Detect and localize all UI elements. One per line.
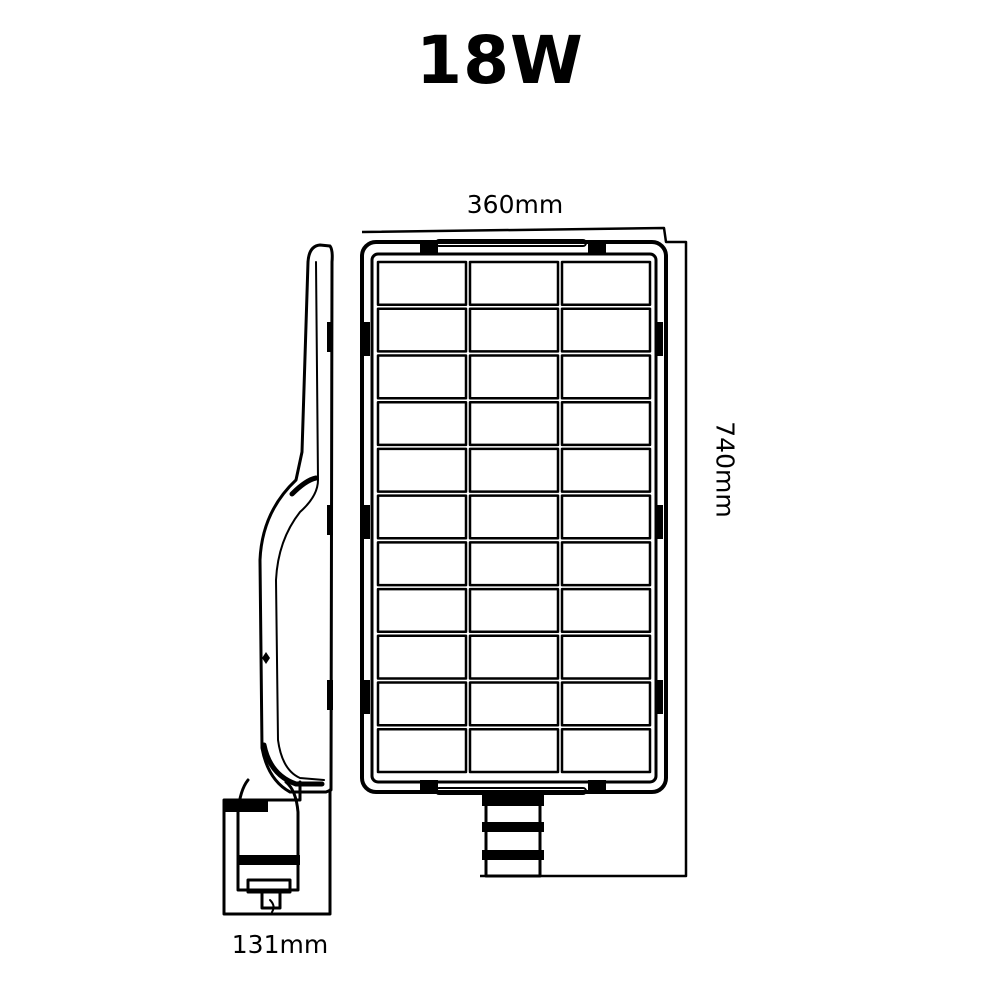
panel-outer-frame [360, 240, 668, 794]
width-dimension-label: 360mm [466, 190, 564, 219]
side-view-clip [327, 505, 333, 535]
side-view-arm-joint [289, 475, 319, 497]
panel-inner-frame [370, 252, 658, 784]
side-view-clip [327, 322, 333, 352]
solar-cell [376, 260, 468, 306]
side-view-outline [258, 243, 334, 794]
solar-cell [560, 494, 652, 540]
solar-cell [468, 587, 560, 634]
front-view [360, 226, 688, 878]
side-view-bracket-bolt [246, 878, 292, 910]
front-mount-band [482, 794, 544, 806]
solar-cell [376, 541, 468, 587]
solar-cell [468, 681, 560, 727]
solar-cell [560, 587, 652, 634]
panel-clip [364, 322, 370, 356]
solar-cell [376, 354, 468, 400]
solar-cell [468, 541, 560, 587]
solar-cell [560, 400, 652, 447]
solar-cell [468, 447, 560, 493]
solar-cell [560, 681, 652, 727]
side-view-bracket-neck [236, 778, 300, 892]
side-view-clip [327, 680, 333, 710]
solar-cell [376, 587, 468, 634]
solar-cell [376, 400, 468, 447]
panel-clip [420, 780, 438, 790]
panel-clip [588, 244, 606, 254]
solar-cell [376, 494, 468, 540]
solar-cell [560, 634, 652, 680]
solar-cell [376, 447, 468, 493]
panel-clip [588, 780, 606, 790]
side-view-marker [262, 652, 270, 664]
solar-cell [468, 634, 560, 680]
solar-cell [376, 728, 468, 774]
solar-cell [468, 307, 560, 353]
solar-cell-grid [376, 260, 652, 774]
front-mount-bracket [484, 794, 542, 878]
solar-cell [376, 681, 468, 727]
panel-top-handle [435, 239, 587, 247]
panel-clip [657, 505, 663, 539]
solar-cell [468, 260, 560, 306]
panel-clip [657, 322, 663, 356]
front-mount-band [482, 822, 544, 832]
side-view-inner-line [275, 261, 325, 781]
front-mount-band [482, 850, 544, 860]
solar-cell [560, 728, 652, 774]
depth-dimension-label: 131mm [231, 930, 329, 959]
panel-clip [657, 680, 663, 714]
solar-cell [560, 447, 652, 493]
back-housing-outline [361, 226, 688, 878]
solar-cell [560, 260, 652, 306]
panel-clip [364, 680, 370, 714]
solar-cell [376, 307, 468, 353]
side-view [222, 243, 334, 916]
solar-cell [468, 354, 560, 400]
solar-cell [560, 307, 652, 353]
side-view-arm-lower [261, 742, 325, 787]
solar-cell [468, 494, 560, 540]
panel-clip [364, 505, 370, 539]
side-view-bracket-hook [269, 899, 275, 913]
solar-cell [468, 728, 560, 774]
solar-cell [560, 541, 652, 587]
solar-cell [468, 400, 560, 447]
wattage-title: 18W [416, 22, 584, 99]
side-view-bracket-band [224, 800, 268, 812]
solar-cell [560, 354, 652, 400]
panel-clip [420, 244, 438, 254]
side-view-bracket-band [238, 855, 300, 865]
solar-cell [376, 634, 468, 680]
